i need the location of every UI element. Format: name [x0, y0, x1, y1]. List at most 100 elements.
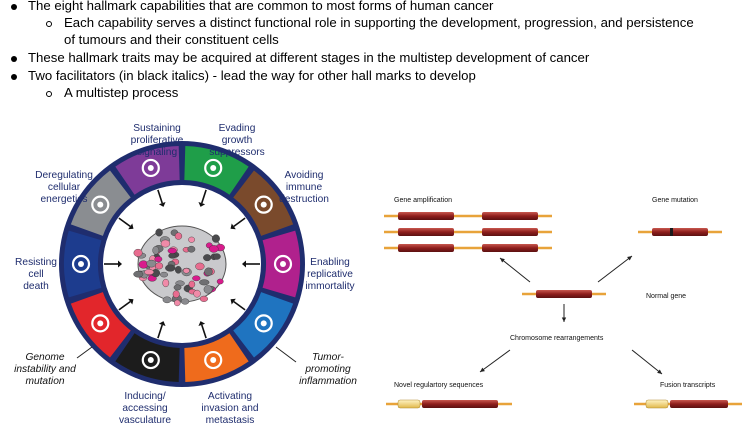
cell [188, 236, 195, 243]
cell [180, 298, 190, 305]
svg-text:signaling: signaling [137, 147, 178, 158]
arrow-to-mutation [597, 255, 633, 283]
label-chromosome-rearrangements: Chromosome rearrangements [510, 335, 604, 342]
cell [165, 264, 176, 272]
cell [199, 279, 210, 286]
segment-sustaining [184, 146, 249, 195]
cell [208, 245, 219, 253]
arrow-head [242, 260, 246, 268]
svg-text:proliferative: proliferative [131, 135, 184, 146]
cell [168, 252, 177, 259]
label-deregulating: Deregulating cellular energetics [35, 170, 93, 205]
arrow-head [158, 321, 166, 326]
svg-text:cellular: cellular [48, 182, 81, 193]
cell [174, 232, 183, 240]
cell [199, 295, 208, 302]
arrow-head [230, 298, 236, 305]
amplified-gene [384, 212, 468, 220]
cell [162, 278, 170, 288]
segment-symbol-icon [91, 195, 110, 214]
cell [195, 262, 205, 271]
svg-text:Deregulating: Deregulating [35, 170, 93, 181]
inward-arrow [157, 324, 163, 339]
cell [162, 296, 172, 304]
cell [203, 285, 213, 294]
segment-symbol-dot [280, 261, 286, 267]
cell [167, 247, 177, 254]
sub-bullet-text-cont: of tumours and their constituent cells [64, 32, 279, 47]
arrow-head [118, 260, 122, 268]
svg-text:Avoiding: Avoiding [285, 170, 324, 181]
bullet-icon [11, 74, 17, 80]
novel-regulatory-gene [386, 399, 512, 409]
cell [192, 275, 201, 282]
label-novel-regulatory: Novel regulartory sequences [394, 382, 484, 389]
genetic-alterations-figure: Gene amplification Gene mutation Normal … [384, 197, 742, 409]
svg-text:death: death [23, 281, 49, 292]
segment-symbol-icon [254, 195, 273, 214]
inward-arrows [104, 189, 260, 339]
svg-text:energetics: energetics [40, 194, 87, 205]
label-gene-mutation: Gene mutation [652, 197, 698, 204]
sub-bullet-text: A multistep process [64, 85, 179, 100]
fusion-transcript-gene [634, 399, 742, 409]
svg-text:Sustaining: Sustaining [133, 123, 181, 134]
segment-symbol-icon [273, 254, 293, 274]
segment-symbol-dot [210, 357, 217, 364]
cell [193, 289, 201, 298]
cell [211, 234, 220, 243]
cell [152, 246, 160, 255]
cell [212, 253, 221, 260]
svg-text:immortality: immortality [305, 281, 355, 292]
cell [203, 254, 212, 262]
svg-text:growth: growth [222, 135, 253, 146]
svg-text:instability and: instability and [14, 364, 76, 375]
sub-bullet-text: Each capability serves a distinct functi… [64, 15, 694, 30]
amplified-gene [468, 244, 552, 252]
svg-text:Enabling: Enabling [310, 257, 350, 268]
svg-text:metastasis: metastasis [206, 415, 255, 426]
amplified-gene [384, 244, 468, 252]
segment-symbol-dot [260, 320, 267, 327]
arrow-head [198, 202, 206, 207]
segment-symbol-icon [141, 350, 160, 370]
arrow-head [128, 298, 134, 305]
segment-symbol-dot [260, 201, 267, 208]
svg-text:promoting: promoting [304, 364, 351, 375]
segment-deregulating [115, 146, 180, 195]
amplified-gene [384, 228, 468, 236]
svg-text:suppressors: suppressors [209, 147, 265, 158]
segment-symbol-dot [97, 201, 104, 208]
sub-bullet-icon [46, 21, 52, 27]
label-resisting: Resisting cell death [15, 257, 57, 292]
inward-arrow [201, 324, 207, 339]
svg-text:replicative: replicative [307, 269, 353, 280]
arrow-head [158, 202, 166, 207]
svg-text:Genome: Genome [25, 352, 64, 363]
arrow-to-novel-regulatory [479, 349, 511, 373]
segment-symbol-icon [254, 314, 273, 333]
svg-text:immune: immune [286, 182, 323, 193]
label-fusion-transcripts: Fusion transcripts [660, 382, 716, 389]
cell [188, 280, 196, 288]
inward-arrow [233, 217, 246, 228]
svg-text:invasion and: invasion and [201, 403, 259, 414]
bullet-text: The eight hallmark capabilities that are… [28, 0, 494, 13]
arrow-head [198, 321, 206, 326]
segment-symbol-icon [71, 254, 91, 274]
cell [144, 269, 155, 275]
mutated-gene [638, 228, 722, 236]
label-gene-amplification: Gene amplification [394, 197, 452, 204]
label-activating: Activating invasion and metastasis [201, 391, 259, 426]
cell [154, 256, 163, 263]
segment-activating [115, 333, 180, 382]
inflammation-pointer-line [275, 346, 297, 363]
cell [155, 262, 164, 270]
bullet-text: These hallmark traits may be acquired at… [28, 50, 590, 65]
label-avoiding: Avoiding immune destruction [279, 170, 329, 205]
cell [174, 299, 181, 307]
arrow-head [657, 369, 662, 374]
cell [160, 271, 169, 278]
cell [174, 265, 182, 274]
arrow-head [480, 367, 485, 372]
